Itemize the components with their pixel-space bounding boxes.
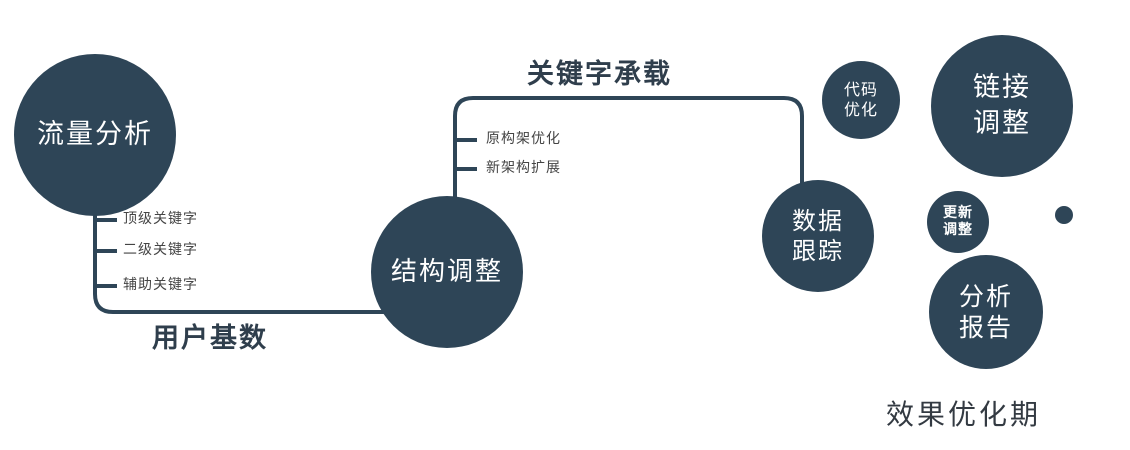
node-structure-adjust: 结构调整 xyxy=(371,196,523,348)
node-dot xyxy=(1055,206,1073,224)
footer-phase-label: 效果优化期 xyxy=(886,398,1042,431)
node-traffic-analysis: 流量分析 xyxy=(14,54,176,216)
node-code-optimization: 代码 优化 xyxy=(822,61,900,139)
node-analysis-report: 分析 报告 xyxy=(929,255,1043,369)
node-update-adjust: 更新 调整 xyxy=(927,191,989,253)
tick-label-new-framework: 新架构扩展 xyxy=(486,160,561,176)
edge-label-keyword-carry: 关键字承载 xyxy=(527,59,672,90)
node-link-adjust: 链接 调整 xyxy=(931,35,1073,177)
edge-label-user-base: 用户基数 xyxy=(152,323,268,354)
tick-label-original-framework: 原构架优化 xyxy=(486,131,561,147)
node-data-tracking: 数据 跟踪 xyxy=(762,180,874,292)
tick-label-top-keywords: 顶级关键字 xyxy=(123,211,198,227)
tick-label-secondary-keywords: 二级关键字 xyxy=(123,242,198,258)
tick-label-auxiliary-keywords: 辅助关键字 xyxy=(123,277,198,293)
connector-structure-to-tracking xyxy=(453,96,804,240)
connector-traffic-to-structure xyxy=(93,150,447,314)
